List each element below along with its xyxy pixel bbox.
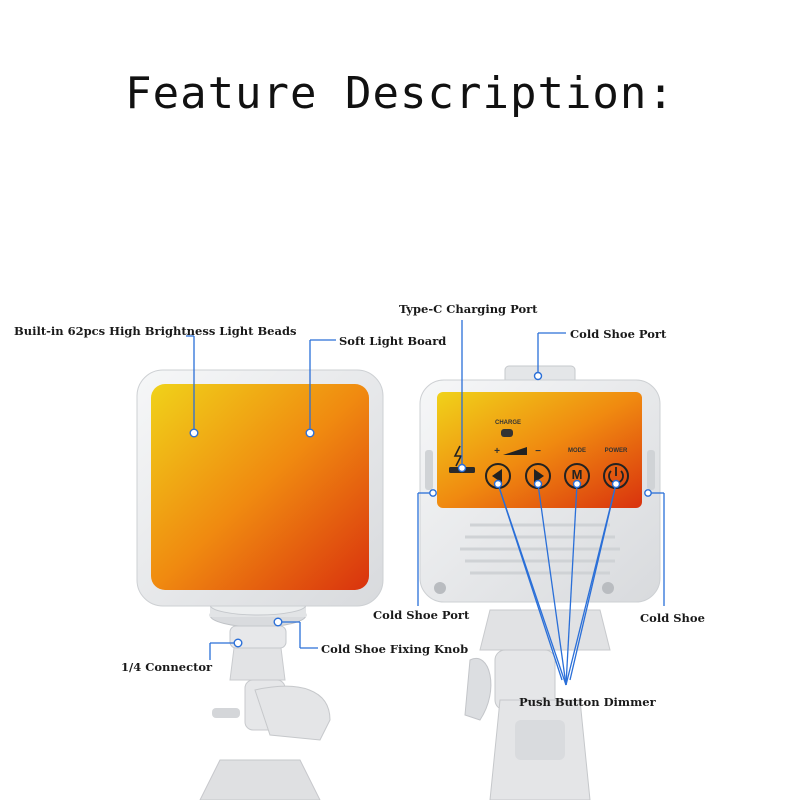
- callout-lines: [186, 320, 665, 686]
- front-light-unit: [136, 369, 384, 800]
- mode-button[interactable]: M: [571, 467, 583, 482]
- callout-push-button-dimmer: Push Button Dimmer: [519, 695, 656, 709]
- callout-cold-shoe-port-side: Cold Shoe Port: [373, 608, 470, 622]
- charge-label: CHARGE: [494, 420, 521, 426]
- plus-sign: +: [494, 446, 500, 457]
- callout-type-c-port: Type-C Charging Port: [399, 302, 538, 316]
- callout-soft-light-board: Soft Light Board: [339, 334, 447, 348]
- back-light-unit: [419, 365, 661, 800]
- power-label: POWER: [604, 448, 628, 454]
- callout-light-beads: Built-in 62pcs High Brightness Light Bea…: [14, 324, 297, 338]
- callout-cold-shoe-port-top: Cold Shoe Port: [570, 327, 667, 341]
- callout-dots: [189, 371, 652, 648]
- callout-connector: 1/4 Connector: [121, 660, 213, 674]
- page-title: Feature Description:: [125, 68, 675, 119]
- callout-cold-shoe: Cold Shoe: [640, 611, 705, 625]
- mode-label: MODE: [568, 448, 586, 454]
- callout-fixing-knob: Cold Shoe Fixing Knob: [321, 642, 469, 656]
- minus-sign: −: [535, 446, 541, 457]
